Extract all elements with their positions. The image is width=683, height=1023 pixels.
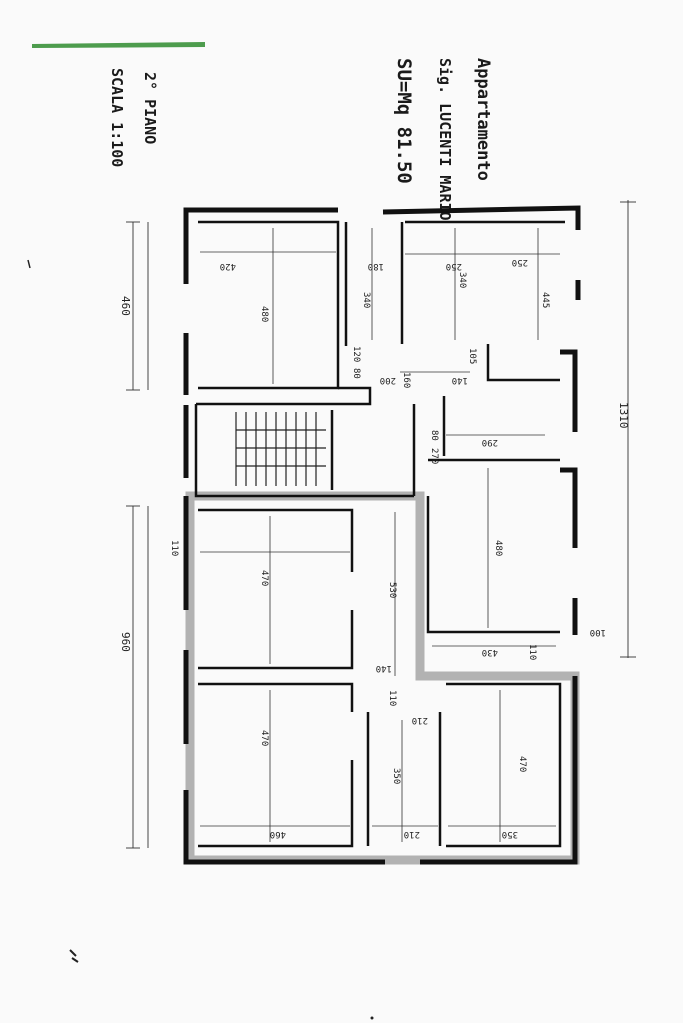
dim-hall-140: 140 — [452, 375, 468, 385]
dim-110-left: 110 — [169, 540, 179, 556]
dim-br-350: 350 — [502, 829, 518, 839]
stray-marks — [27, 259, 374, 1020]
exterior-walls — [183, 205, 581, 865]
dim-corr-110: 110 — [387, 690, 397, 706]
dim-room1-w: 420 — [220, 261, 236, 271]
dim-corr-140: 140 — [376, 663, 392, 673]
dim-bath-210: 210 — [404, 829, 420, 839]
dim-r3-250b: 250 — [512, 257, 528, 267]
interior-walls — [194, 220, 565, 848]
dim-r3-250a: 250 — [446, 261, 462, 271]
dim-corr-210: 210 — [412, 715, 428, 725]
dim-br-470: 470 — [517, 756, 527, 772]
dim-r2-180: 180 — [368, 261, 384, 271]
green-marker-stroke — [32, 42, 205, 48]
dim-mid-80: 80 — [429, 430, 439, 441]
dim-mid-270: 270 — [429, 448, 439, 464]
dim-bath-350: 350 — [391, 768, 401, 784]
dim-hall-160: 160 — [401, 372, 411, 388]
dim-r3-340: 340 — [457, 272, 467, 288]
dim-r2-120: 120 — [351, 346, 361, 362]
dim-right-100: 100 — [590, 627, 606, 637]
dim-lower-left: 960 — [119, 632, 132, 652]
title-block: Appartamento Sig. LUCENTI MARIO SU=Mq 81… — [108, 58, 493, 221]
dim-big-470b: 470 — [259, 730, 269, 746]
dim-hall-200: 200 — [380, 375, 396, 385]
dim-corr-530: 530 — [387, 582, 397, 598]
measure-lines — [200, 228, 560, 842]
dim-right-430: 430 — [482, 647, 498, 657]
dim-mid-290: 290 — [482, 437, 498, 447]
title-owner: Sig. LUCENTI MARIO — [436, 58, 454, 221]
dim-r3-445: 445 — [540, 292, 550, 308]
dim-r2-340: 340 — [361, 292, 371, 308]
outer-dimension-lines — [126, 200, 636, 849]
dim-right-110: 110 — [527, 644, 537, 660]
dim-right-480: 480 — [493, 540, 503, 556]
title-scale: SCALA 1:100 — [108, 68, 126, 167]
dim-big-460: 460 — [270, 829, 286, 839]
title-floor: 2° PIANO — [141, 72, 159, 144]
staircase — [235, 412, 326, 486]
dim-r2-80: 80 — [351, 368, 361, 379]
dim-upper-left: 460 — [119, 296, 132, 316]
title-surface: SU=Mq 81.50 — [393, 58, 415, 184]
dimension-labels: 1310 460 960 110 420 480 180 340 120 80 … — [119, 257, 630, 839]
dim-room1-h: 480 — [259, 306, 269, 322]
shaded-wall-band — [185, 491, 580, 865]
dim-big-470a: 470 — [259, 570, 269, 586]
dim-hall-105: 105 — [467, 348, 477, 364]
dim-total: 1310 — [617, 402, 630, 429]
title-appartamento: Appartamento — [473, 58, 493, 181]
